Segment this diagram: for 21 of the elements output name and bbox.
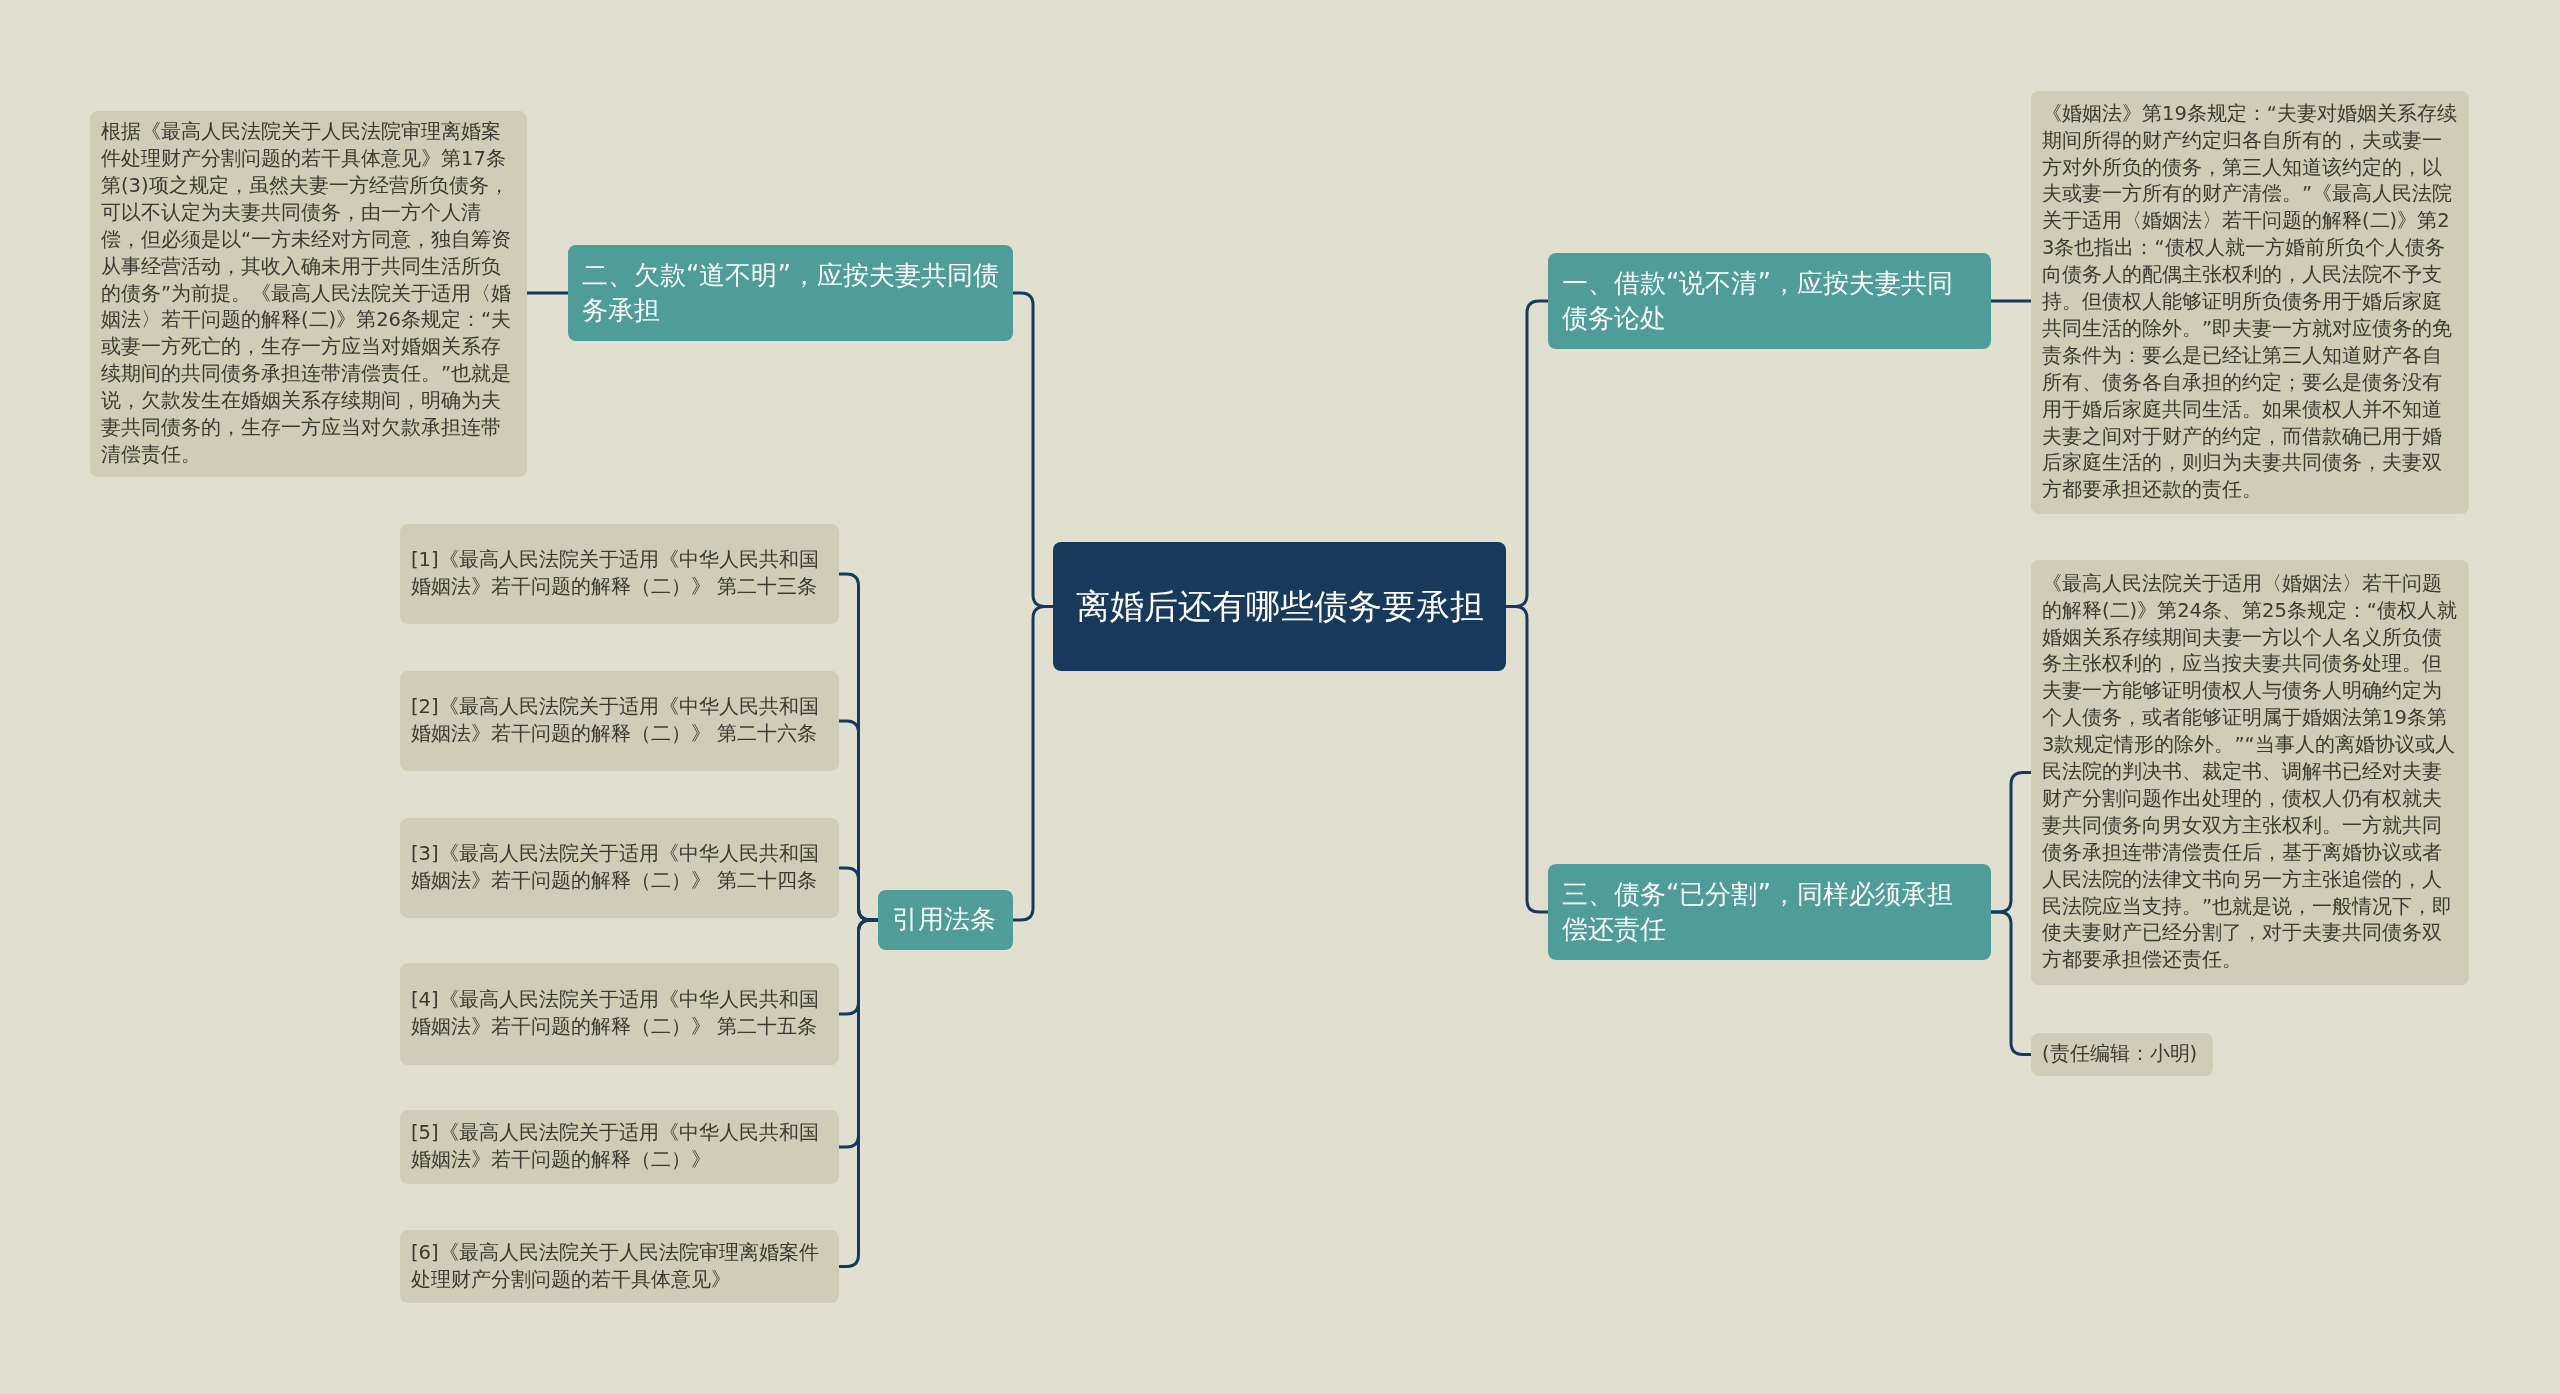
connector-line [839,918,878,1268]
connector-line [1991,299,2031,303]
note-card: [5]《最高人民法院关于适用《中华人民共和国婚姻法》若干问题的解释（二）》 [400,1110,839,1184]
branch-topic: 三、债务“已分割”，同样必须承担偿还责任 [1548,864,1991,960]
connector-line [527,291,568,295]
note-card: [1]《最高人民法院关于适用《中华人民共和国婚姻法》若干问题的解释（二）》 第二十三条 [400,524,839,624]
note-card: [2]《最高人民法院关于适用《中华人民共和国婚姻法》若干问题的解释（二）》 第二十六条 [400,671,839,771]
note-card: (责任编辑：小明) [2031,1033,2213,1076]
branch-topic: 一、借款“说不清”，应按夫妻共同债务论处 [1548,253,1991,349]
connector-line [1013,605,1053,922]
note-card: [6]《最高人民法院关于人民法院审理离婚案件处理财产分割问题的若干具体意见》 [400,1230,839,1303]
note-card: 《最高人民法院关于适用〈婚姻法〉若干问题的解释(二)》第24条、第25条规定：“债权人就婚姻关系存续期间夫妻一方以个人名义所负债务主张权利的，应当按夫妻共同债务处理。但夫妻一方能够证明债权人与债务人明确约定为个人债务，或者能够证明属于婚姻法第19条第3款规定情形的除外。”“当事人的离婚协议或人民法院的判决书、裁定书、调解书已经对夫妻财产分割问题作出处理的，债权人仍有权就夫妻共同债务向男女双方主张权利。一方就共同债务承担连带清偿责任后，基于离婚协议或者人民法院的法律文书向另一方主张追偿的，人民法院应当支持。”也就是说，一般情况下，即使夫妻财产已经分割了，对于夫妻共同债务双方都要承担偿还责任。 [2031,560,2469,985]
connector-line [1991,910,2031,1056]
note-card: [4]《最高人民法院关于适用《中华人民共和国婚姻法》若干问题的解释（二）》 第二十五条 [400,963,839,1065]
note-card: 根据《最高人民法院关于人民法院审理离婚案件处理财产分割问题的若干具体意见》第17条第(3)项之规定，虽然夫妻一方经营所负债务，可以不认定为夫妻共同债务，由一方个人清偿，但必须是以“一方未经对方同意，独自筹资从事经营活动，其收入确未用于共同生活所负的债务”为前提。《最高人民法院关于适用〈婚姻法〉若干问题的解释(二)》第26条规定：“夫或妻一方死亡的，生存一方应当对婚姻关系存续期间的共同债务承担连带清偿责任。”也就是说，欠款发生在婚姻关系存续期间，明确为夫妻共同债务的，生存一方应当对欠款承担连带清偿责任。 [90,111,527,477]
branch-topic: 引用法条 [878,890,1013,950]
note-card: 《婚姻法》第19条规定：“夫妻对婚姻关系存续期间所得的财产约定归各自所有的，夫或妻一方对外所负的债务，第三人知道该约定的，以夫或妻一方所有的财产清偿。”《最高人民法院关于适用〈婚姻法〉若干问题的解释(二)》第23条也指出：“债权人就一方婚前所负个人债务向债务人的配偶主张权利的，人民法院不予支持。但债权人能够证明所负债务用于婚后家庭共同生活的除外。”即夫妻一方就对应债务的免责条件为：要么是已经让第三人知道财产各自所有、债务各自承担的约定；要么是债务没有用于婚后家庭共同生活。如果债权人并不知道夫妻之间对于财产的约定，而借款确已用于婚后家庭生活的，则归为夫妻共同债务，夫妻双方都要承担还款的责任。 [2031,91,2469,514]
connector-line [1506,605,1548,914]
central-topic: 离婚后还有哪些债务要承担 [1053,542,1506,671]
branch-topic: 二、欠款“道不明”，应按夫妻共同债务承担 [568,245,1013,341]
note-card: [3]《最高人民法院关于适用《中华人民共和国婚姻法》若干问题的解释（二）》 第二十四条 [400,818,839,918]
